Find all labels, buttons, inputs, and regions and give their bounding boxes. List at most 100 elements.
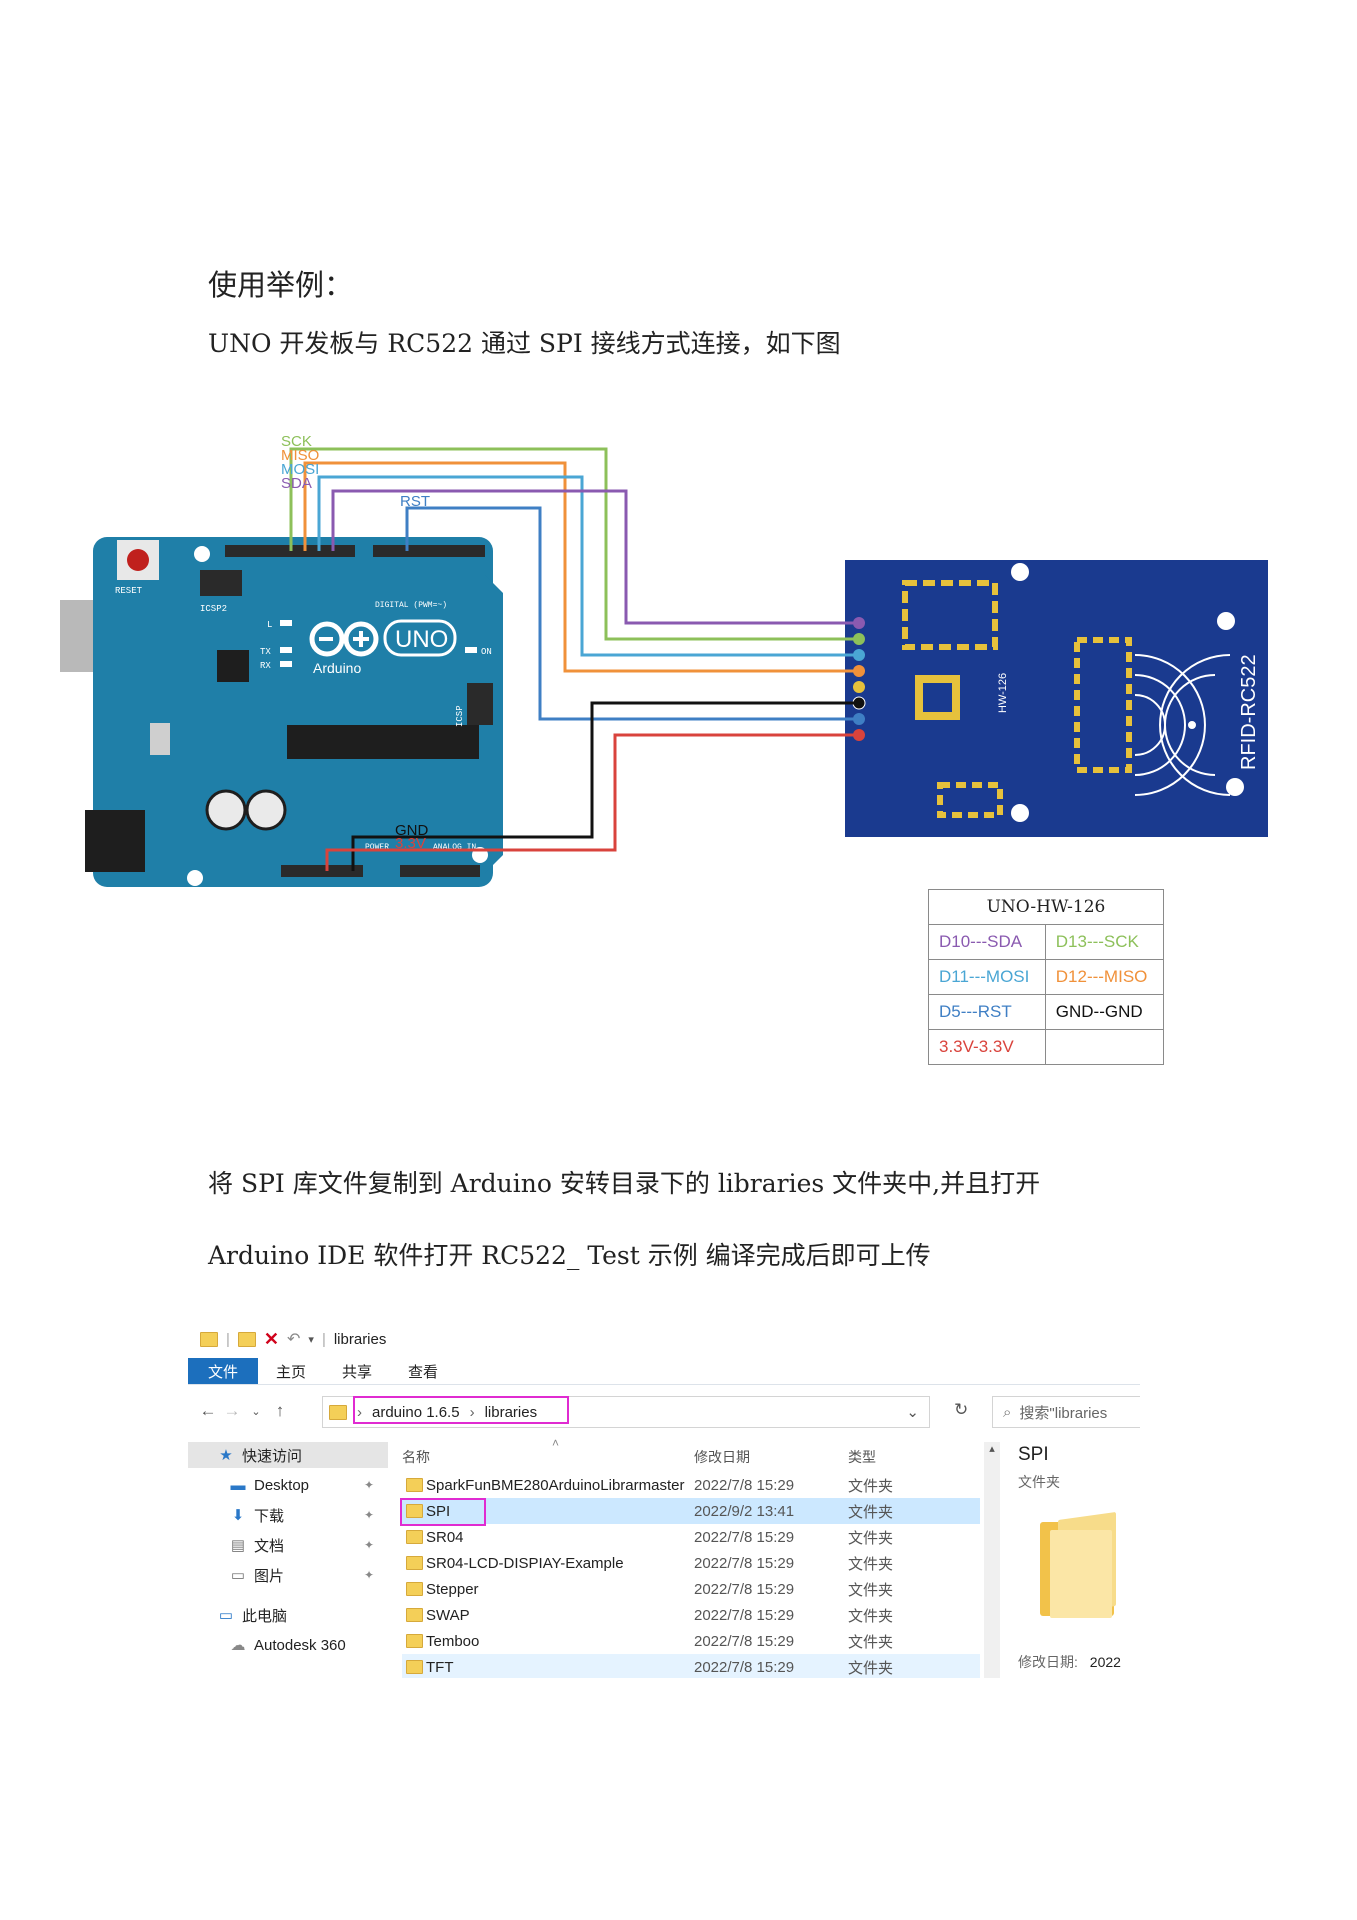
file-name: TFT [426,1658,454,1676]
file-row-selected[interactable]: SPI 2022/9/2 13:41 文件夹 [400,1498,980,1526]
pin-3v3 [853,729,865,741]
download-icon: ⬇ [231,1507,245,1524]
tab-home[interactable]: 主页 [276,1363,307,1381]
arduino-brand-text: Arduino [313,660,361,676]
breadcrumb-libraries[interactable]: libraries [484,1403,538,1421]
file-name: SPI [426,1502,451,1520]
undo-icon[interactable]: ↶ [287,1331,301,1348]
pictures-icon: ▭ [230,1567,246,1584]
mount-hole [1226,778,1244,796]
folder-icon[interactable] [200,1331,218,1347]
separator: | [226,1330,230,1348]
file-date: 2022/7/8 15:29 [694,1580,795,1598]
file-date: 2022/7/8 15:29 [694,1476,795,1494]
pin-icon[interactable]: ✦ [363,1478,374,1492]
pin-icon[interactable]: ✦ [363,1508,374,1522]
pin-icon[interactable]: ✦ [363,1568,374,1582]
atmega-chip [287,725,479,759]
wire-label-3v3: 3.3V [395,835,426,852]
uno-badge [383,619,457,657]
file-list: 名称 ˄ 修改日期 类型 SparkFunBME280ArduinoLibrar… [400,1436,980,1678]
section-heading: 使用举例： [208,268,354,302]
ribbon-tabs: 文件 主页 共享 查看 [188,1358,1140,1385]
pin-irq [853,681,865,693]
on-label: ON [481,647,492,657]
wire-label-sda: SDA [281,475,312,492]
file-row[interactable]: SR04-LCD-DISPIAY-Example 2022/7/8 15:29 … [402,1550,980,1576]
arduino-logo [309,621,379,657]
module-body [845,560,1268,837]
search-box[interactable]: ⌕ 搜索"libraries [992,1396,1140,1428]
nav-item-this-pc[interactable]: ▭ 此电脑 [188,1602,388,1628]
pin-icon[interactable]: ✦ [363,1538,374,1552]
mount-hole [1011,563,1029,581]
power-label: POWER [365,843,389,852]
antenna-coil [1134,654,1231,796]
nav-item-autodesk[interactable]: ☁ Autodesk 360 [188,1632,388,1658]
file-type: 文件夹 [848,1529,894,1547]
hw126-label: HW-126 [997,673,1009,713]
breadcrumb-arduino[interactable]: arduino 1.6.5 [372,1403,460,1421]
mount-hole [1217,612,1235,630]
folder-icon [406,1582,423,1596]
nav-item-pictures[interactable]: ▭ 图片 ✦ [188,1562,388,1588]
column-type[interactable]: 类型 [848,1449,876,1465]
chevron-down-icon[interactable]: ⌄ [906,1404,919,1421]
column-name[interactable]: 名称 [402,1449,430,1465]
up-icon[interactable]: ↑ [275,1401,285,1420]
tab-share[interactable]: 共享 [342,1363,373,1381]
wire-gnd [351,701,855,871]
nav-label: 图片 [254,1567,285,1585]
file-row[interactable]: TFT 2022/7/8 15:29 文件夹 [402,1654,980,1678]
file-row[interactable]: SR04 2022/7/8 15:29 文件夹 [402,1524,980,1550]
tab-file[interactable]: 文件 [188,1358,259,1384]
file-row[interactable]: SWAP 2022/7/8 15:29 文件夹 [402,1602,980,1628]
tab-view[interactable]: 查看 [408,1363,439,1381]
delete-icon[interactable]: ✕ [263,1328,279,1349]
forward-icon[interactable]: → [223,1401,241,1420]
back-icon[interactable]: ← [199,1401,217,1420]
column-date[interactable]: 修改日期 [694,1449,750,1465]
vertical-scrollbar[interactable]: ▴ [984,1442,1000,1678]
wire-mosi [317,475,855,657]
capacitor [245,789,287,831]
file-row[interactable]: SparkFunBME280ArduinoLibrarmaster 2022/7… [402,1472,980,1498]
usb-chip [217,650,249,682]
scroll-up-icon[interactable]: ▴ [989,1443,995,1455]
folder-icon [406,1660,423,1674]
file-date: 2022/7/8 15:29 [694,1528,795,1546]
nav-label: Autodesk 360 [254,1636,346,1654]
on-led [465,647,477,653]
address-row: ← → ⌄ ↑ › arduino 1.6.5 › libraries ⌄ ↻ … [188,1394,1140,1428]
pin-mosi [853,649,865,661]
instruction-text-2: Arduino IDE 软件打开 RC522_ Test 示例 编译完成后即可上… [208,1241,931,1270]
l-led [280,620,292,626]
file-date: 2022/7/8 15:29 [694,1658,795,1676]
icsp2-header [200,570,242,596]
file-type: 文件夹 [848,1633,894,1651]
refresh-icon[interactable]: ↻ [954,1400,969,1419]
wire-miso [303,461,855,673]
file-row[interactable]: Temboo 2022/7/8 15:29 文件夹 [402,1628,980,1654]
rx-label: RX [260,661,271,671]
file-type: 文件夹 [848,1555,894,1573]
nav-item-desktop[interactable]: ▬ Desktop ✦ [188,1472,388,1498]
dropdown-icon[interactable]: ▾ [308,1333,314,1346]
pin-cell: D13---SCK [1044,924,1165,960]
pin-sda [853,617,865,629]
breadcrumb-highlight [353,1396,569,1424]
quick-access-toolbar: | ✕ ↶ ▾ | libraries [200,1328,386,1350]
new-folder-icon[interactable] [237,1331,256,1347]
document-icon: ▤ [230,1537,246,1554]
nav-item-quick-access[interactable]: ★ 快速访问 [188,1442,388,1468]
icsp-header [467,683,493,725]
mount-hole [187,870,203,886]
file-name: SWAP [426,1606,470,1624]
computer-icon: ▭ [218,1607,234,1624]
component-pads [902,580,998,650]
address-bar[interactable]: › arduino 1.6.5 › libraries ⌄ [322,1396,930,1428]
file-row[interactable]: Stepper 2022/7/8 15:29 文件夹 [402,1576,980,1602]
recent-dropdown-icon[interactable]: ⌄ [251,1405,261,1418]
nav-item-documents[interactable]: ▤ 文档 ✦ [188,1532,388,1558]
nav-item-downloads[interactable]: ⬇ 下载 ✦ [188,1502,388,1528]
